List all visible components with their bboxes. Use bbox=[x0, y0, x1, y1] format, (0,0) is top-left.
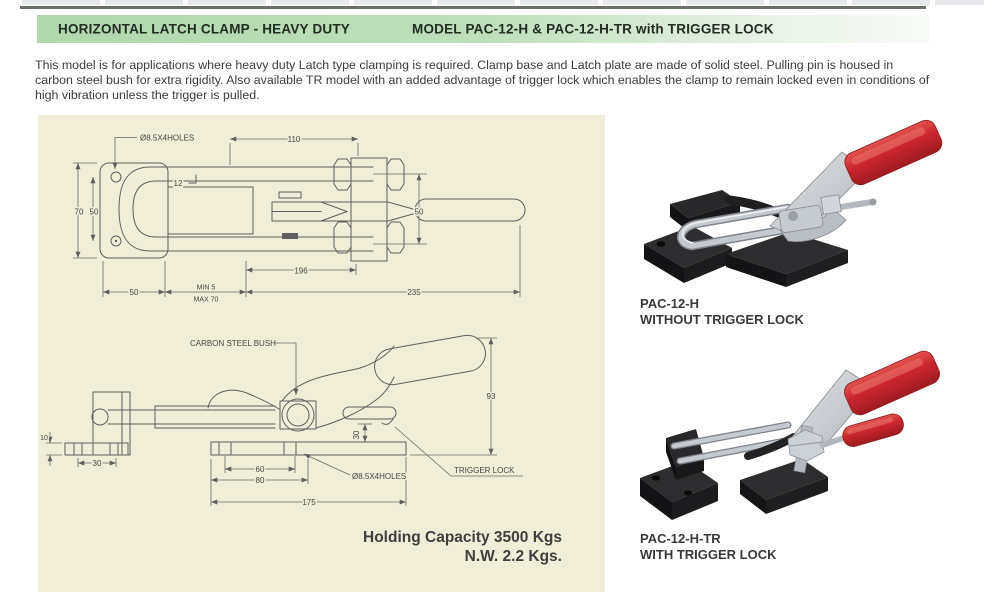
dim-60: 60 bbox=[256, 465, 265, 474]
holding-capacity-text: Holding Capacity 3500 Kgs bbox=[363, 529, 562, 546]
product-photo-pac-12-h bbox=[644, 119, 943, 287]
carbon-steel-bush-label: CARBON STEEL BUSH bbox=[190, 339, 276, 348]
model-name: PAC-12-H-TR bbox=[640, 531, 721, 546]
dim-196: 196 bbox=[294, 266, 308, 275]
dim-30-trigger: 30 bbox=[352, 430, 361, 439]
side-view-drawing: 10 30 60 80 175 30 bbox=[39, 334, 523, 508]
capacity-note: Holding Capacity 3500 Kgs N.W. 2.2 Kgs. bbox=[330, 528, 562, 566]
section-title: HORIZONTAL LATCH CLAMP - HEAVY DUTY bbox=[58, 21, 350, 37]
dim-12: 12 bbox=[174, 179, 183, 188]
dim-min5: MIN 5 bbox=[197, 285, 216, 292]
model-caption: WITH TRIGGER LOCK bbox=[640, 546, 777, 562]
dim-110: 110 bbox=[288, 135, 301, 144]
trigger-lock-label: TRIGGER LOCK bbox=[454, 466, 515, 475]
dim-30-left: 30 bbox=[93, 459, 102, 468]
model-name: PAC-12-H bbox=[640, 296, 699, 311]
section-header-bar: HORIZONTAL LATCH CLAMP - HEAVY DUTY MODE… bbox=[37, 15, 930, 43]
dim-175: 175 bbox=[302, 498, 316, 507]
dim-50-left: 50 bbox=[90, 208, 99, 217]
dim-10: 10 bbox=[40, 435, 48, 442]
clamp-photo-2 bbox=[640, 350, 940, 520]
product-label-1: PAC-12-H WITHOUT TRIGGER LOCK bbox=[640, 296, 804, 327]
model-caption: WITHOUT TRIGGER LOCK bbox=[640, 311, 804, 327]
product-label-2: PAC-12-H-TR WITH TRIGGER LOCK bbox=[640, 531, 777, 562]
product-description: This model is for applications where hea… bbox=[35, 58, 930, 103]
dim-50-bottom: 50 bbox=[130, 288, 139, 297]
net-weight-text: N.W. 2.2 Kgs. bbox=[464, 548, 562, 565]
table-row-remnant bbox=[22, 0, 984, 5]
dim-70: 70 bbox=[75, 208, 84, 217]
horizontal-divider bbox=[20, 6, 926, 9]
section-model-title: MODEL PAC-12-H & PAC-12-H-TR with TRIGGE… bbox=[412, 21, 774, 37]
red-trigger-grip bbox=[842, 413, 904, 447]
technical-drawing: Ø8.5X4HOLES 110 12 70 50 50 bbox=[39, 132, 526, 508]
technical-drawing-panel: Ø8.5X4HOLES 110 12 70 50 50 bbox=[38, 115, 605, 592]
dim-50-right: 50 bbox=[415, 208, 424, 217]
dim-80: 80 bbox=[256, 476, 265, 485]
side-holes-label: Ø8.5X4HOLES bbox=[352, 472, 406, 481]
dim-235: 235 bbox=[407, 288, 421, 297]
red-handle-grip bbox=[844, 350, 940, 416]
dim-max70: MAX 70 bbox=[194, 297, 219, 304]
top-holes-label: Ø8.5X4HOLES bbox=[140, 134, 194, 143]
dim-93: 93 bbox=[487, 392, 496, 401]
red-handle-grip bbox=[844, 119, 943, 186]
top-view-drawing: Ø8.5X4HOLES 110 12 70 50 50 bbox=[73, 132, 526, 305]
clamp-photo-1 bbox=[644, 119, 943, 287]
product-photo-pac-12-h-tr bbox=[640, 350, 940, 520]
